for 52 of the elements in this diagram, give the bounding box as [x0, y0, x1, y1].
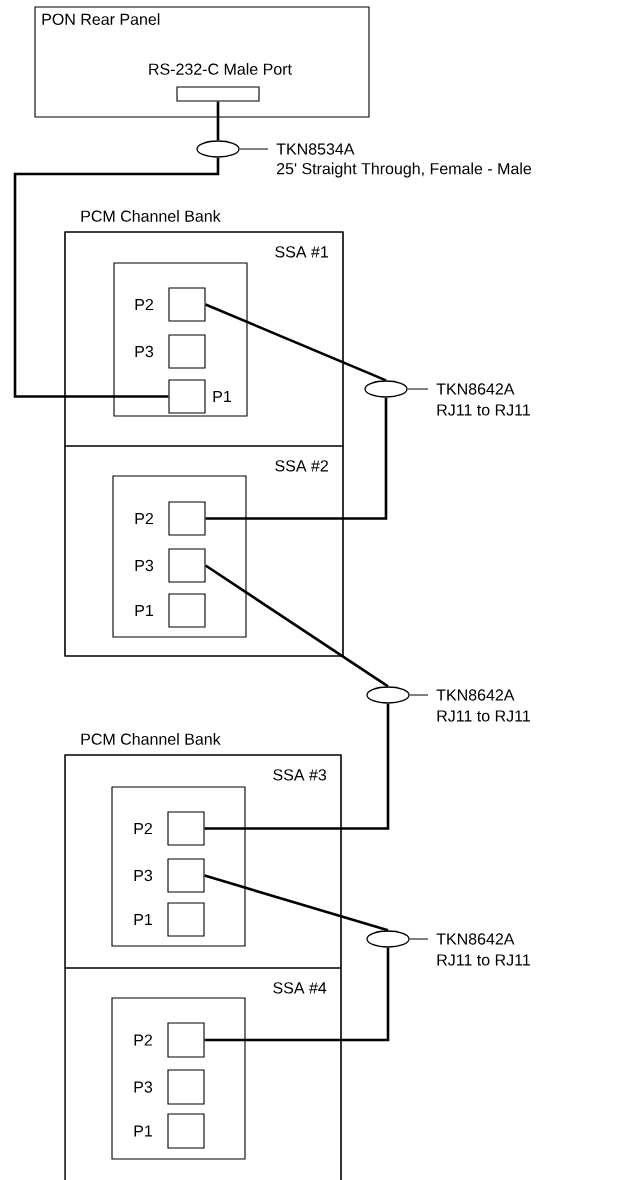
node-label: P3 — [135, 345, 154, 358]
port-jack: P3 — [134, 1069, 205, 1105]
node-label: P3 — [134, 1081, 153, 1093]
cable-label: TKN8534A 25' Straight Through, Female - Male — [276, 143, 532, 178]
ferrite-ring — [366, 930, 410, 948]
node-label: P1 — [134, 1125, 153, 1137]
cable — [204, 564, 389, 688]
ferrite-ring — [196, 140, 240, 158]
port-jack: P3 — [134, 858, 205, 893]
node-label: PCM Channel Bank — [81, 733, 221, 745]
leader-line — [407, 388, 429, 390]
node-label: P2 — [134, 1034, 152, 1046]
port-jack: P1 — [135, 593, 206, 628]
node-label: P1 — [213, 391, 231, 403]
port-jack: P2 — [134, 1022, 205, 1058]
card-box — [111, 786, 246, 947]
port-connector: RS-232-C Male Port — [149, 63, 292, 102]
cable — [205, 303, 387, 382]
port-jack: P2 — [134, 811, 205, 846]
cable-label: TKN8642A RJ11 to RJ11 — [436, 383, 530, 416]
leader-line — [409, 938, 429, 940]
node-label: P3 — [135, 559, 154, 572]
node-label: P2 — [135, 512, 153, 525]
node-label: P2 — [134, 822, 152, 835]
node-label: P1 — [135, 605, 154, 617]
card-box — [111, 997, 246, 1160]
card-box — [113, 262, 248, 417]
node-label: P3 — [134, 869, 153, 882]
cable-label: TKN8642A RJ11 to RJ11 — [436, 689, 530, 722]
cable — [204, 874, 389, 932]
node-label: P2 — [135, 298, 153, 311]
leader-line — [409, 694, 429, 696]
port-jack: P2 — [135, 501, 206, 536]
node-label: PCM Channel Bank — [81, 210, 221, 222]
ferrite-ring — [364, 380, 408, 398]
node-label: RS-232-C Male Port — [149, 63, 292, 75]
card-box — [112, 475, 247, 638]
port-jack: P1 — [134, 902, 205, 937]
port-jack: P2 — [135, 287, 206, 322]
port-jack: P1 — [134, 1113, 205, 1149]
cable — [205, 397, 388, 520]
port-jack: P1 — [168, 379, 231, 414]
cable — [13, 157, 220, 398]
cable — [216, 101, 220, 141]
port-jack: P3 — [135, 548, 206, 583]
cable — [204, 703, 390, 830]
node-label: P1 — [134, 914, 153, 926]
ferrite-ring — [366, 686, 410, 704]
leader-line — [239, 148, 269, 150]
cable — [204, 947, 390, 1042]
cable-label: TKN8642A RJ11 to RJ11 — [436, 933, 530, 966]
port-jack: P3 — [135, 334, 206, 369]
